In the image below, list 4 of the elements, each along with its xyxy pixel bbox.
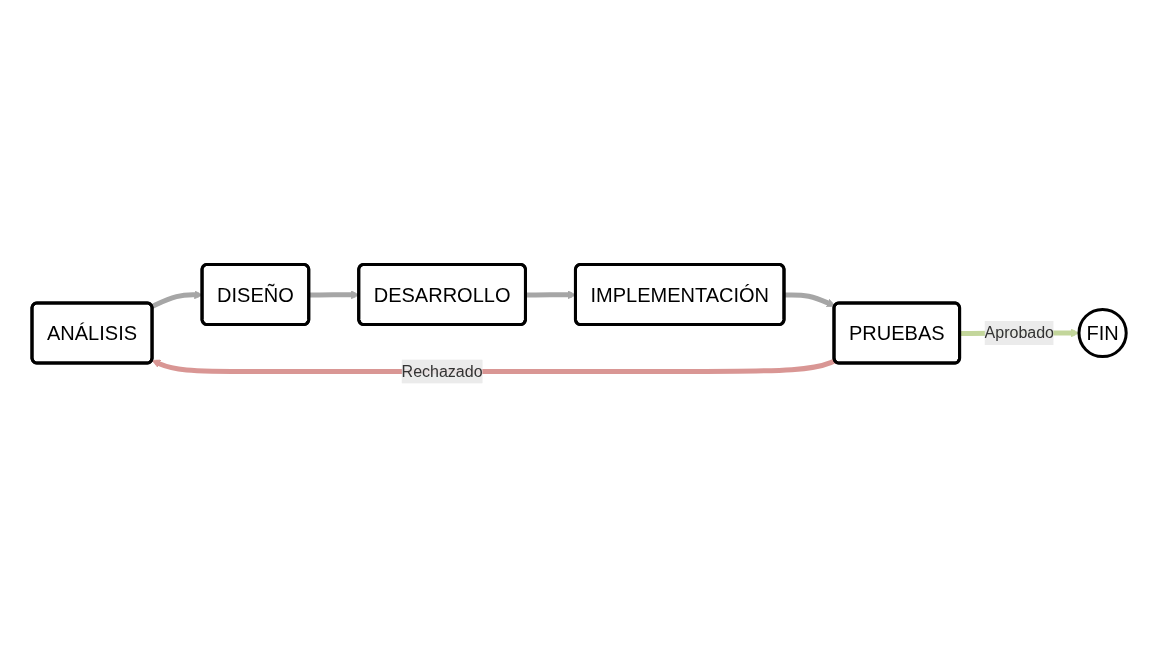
edge-label: Aprobado bbox=[984, 324, 1054, 341]
node-circle: FIN bbox=[1077, 307, 1128, 359]
edge-label: Rechazado bbox=[401, 362, 483, 380]
arrow bbox=[784, 292, 836, 307]
